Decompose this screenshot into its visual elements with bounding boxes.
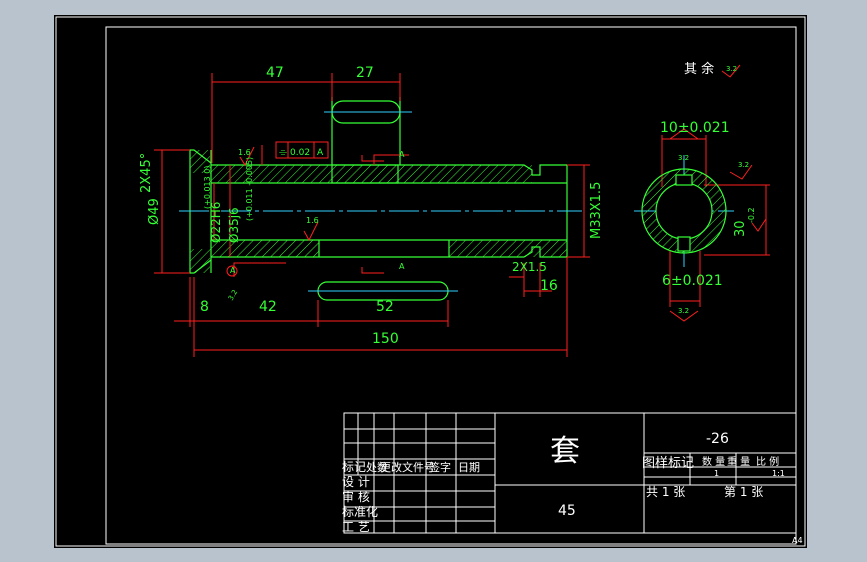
roughness-7: 3.2 [726, 65, 737, 73]
part-name: 套 [550, 434, 580, 469]
design-label: 设 计 [342, 475, 370, 489]
drawing-sheet: ⌯ 0.02 A 47 27 8 42 52 150 16 10±0.021 6… [54, 15, 807, 548]
dimension-lines [154, 73, 770, 357]
dim-42: 42 [259, 299, 277, 315]
rev-h-sign: 签字 [429, 460, 451, 474]
thread-label: M33X1.5 [589, 182, 604, 239]
tf-symbol: ⌯ [279, 147, 287, 158]
quantity-label: 数 量 [702, 455, 725, 468]
quantity-value: 1 [714, 469, 719, 478]
roughness-6: 3.2 [227, 288, 239, 302]
total-sheets: 共 1 张 [646, 485, 685, 499]
hatch-lower-body2 [449, 240, 567, 257]
title-block-grid [343, 412, 797, 534]
roughness-3: 3.2 [678, 154, 689, 162]
datum-label: A [230, 266, 236, 275]
roughness-1: 1.6 [238, 148, 251, 157]
scale-label: 比 例 [756, 455, 779, 468]
hatch-lower-flange [190, 249, 210, 273]
roughness-marks [226, 64, 767, 322]
dim-47: 47 [266, 65, 284, 81]
review-label: 审 核 [342, 489, 370, 504]
roughness-5: 3.2 [738, 161, 749, 169]
dim-150: 150 [372, 331, 399, 347]
dim-depth-tol: -0.2 [747, 207, 756, 223]
rev-h-count: 处数 [366, 461, 388, 474]
tol22-label: (+0.013 0) [203, 166, 212, 209]
tolerance-frame [275, 141, 329, 159]
tol35-label: (+0.011 -0.005) [245, 157, 254, 221]
roughness-4: 3.2 [678, 307, 689, 315]
stage-mark: 图样标记 [642, 456, 694, 471]
sheet-size: A4 [792, 536, 803, 545]
shaft-view [189, 97, 568, 301]
dim-depth-30: 30 [733, 220, 748, 237]
section-markers [361, 155, 384, 274]
dia35-label: Ø35j6 [227, 207, 241, 243]
hatch-lower-body [210, 240, 319, 257]
rev-h-doc: 更改文件号 [380, 460, 435, 474]
dim-52: 52 [376, 299, 394, 315]
weight-label: 重 量 [727, 455, 750, 468]
cad-canvas: ⌯ 0.02 A 47 27 8 42 52 150 16 10±0.021 6… [55, 16, 806, 547]
dim-key-bottom: 6±0.021 [662, 273, 723, 289]
remark-label: 其 余 [684, 61, 714, 77]
material: 45 [558, 503, 576, 519]
section-label-top: A [399, 150, 405, 159]
tf-value: 0.02 [290, 148, 310, 158]
dim-key-top: 10±0.021 [660, 120, 730, 136]
process-label: 工 艺 [342, 520, 370, 534]
hatch-upper-body [210, 165, 532, 183]
section-view [641, 168, 727, 254]
body-top [211, 164, 567, 176]
outer-frame [55, 16, 806, 547]
section-label-bottom: A [399, 262, 405, 271]
dim-8: 8 [200, 299, 209, 315]
roughness-2: 1.6 [306, 216, 319, 225]
standard-label: 标准化 [342, 505, 378, 519]
inner-frame [105, 26, 797, 545]
dim-16: 16 [540, 278, 558, 294]
dim-27: 27 [356, 65, 374, 81]
groove-label: 2X1.5 [512, 260, 547, 274]
body-bottom [211, 246, 567, 258]
keyway-top-slot [331, 164, 399, 184]
dia49-label: Ø49 [147, 198, 162, 225]
rev-h-date: 日期 [458, 461, 480, 474]
tf-datum: A [317, 148, 324, 158]
dia22-label: Ø22H6 [209, 202, 223, 243]
sheet-number: 第 1 张 [724, 485, 763, 499]
hatch-upper-flange [190, 150, 210, 173]
scale-value: 1:1 [772, 469, 785, 478]
chamfer-label: 2X45° [139, 153, 154, 193]
rev-h-mark: 标记 [342, 460, 366, 474]
drawing-number: -26 [706, 431, 729, 447]
